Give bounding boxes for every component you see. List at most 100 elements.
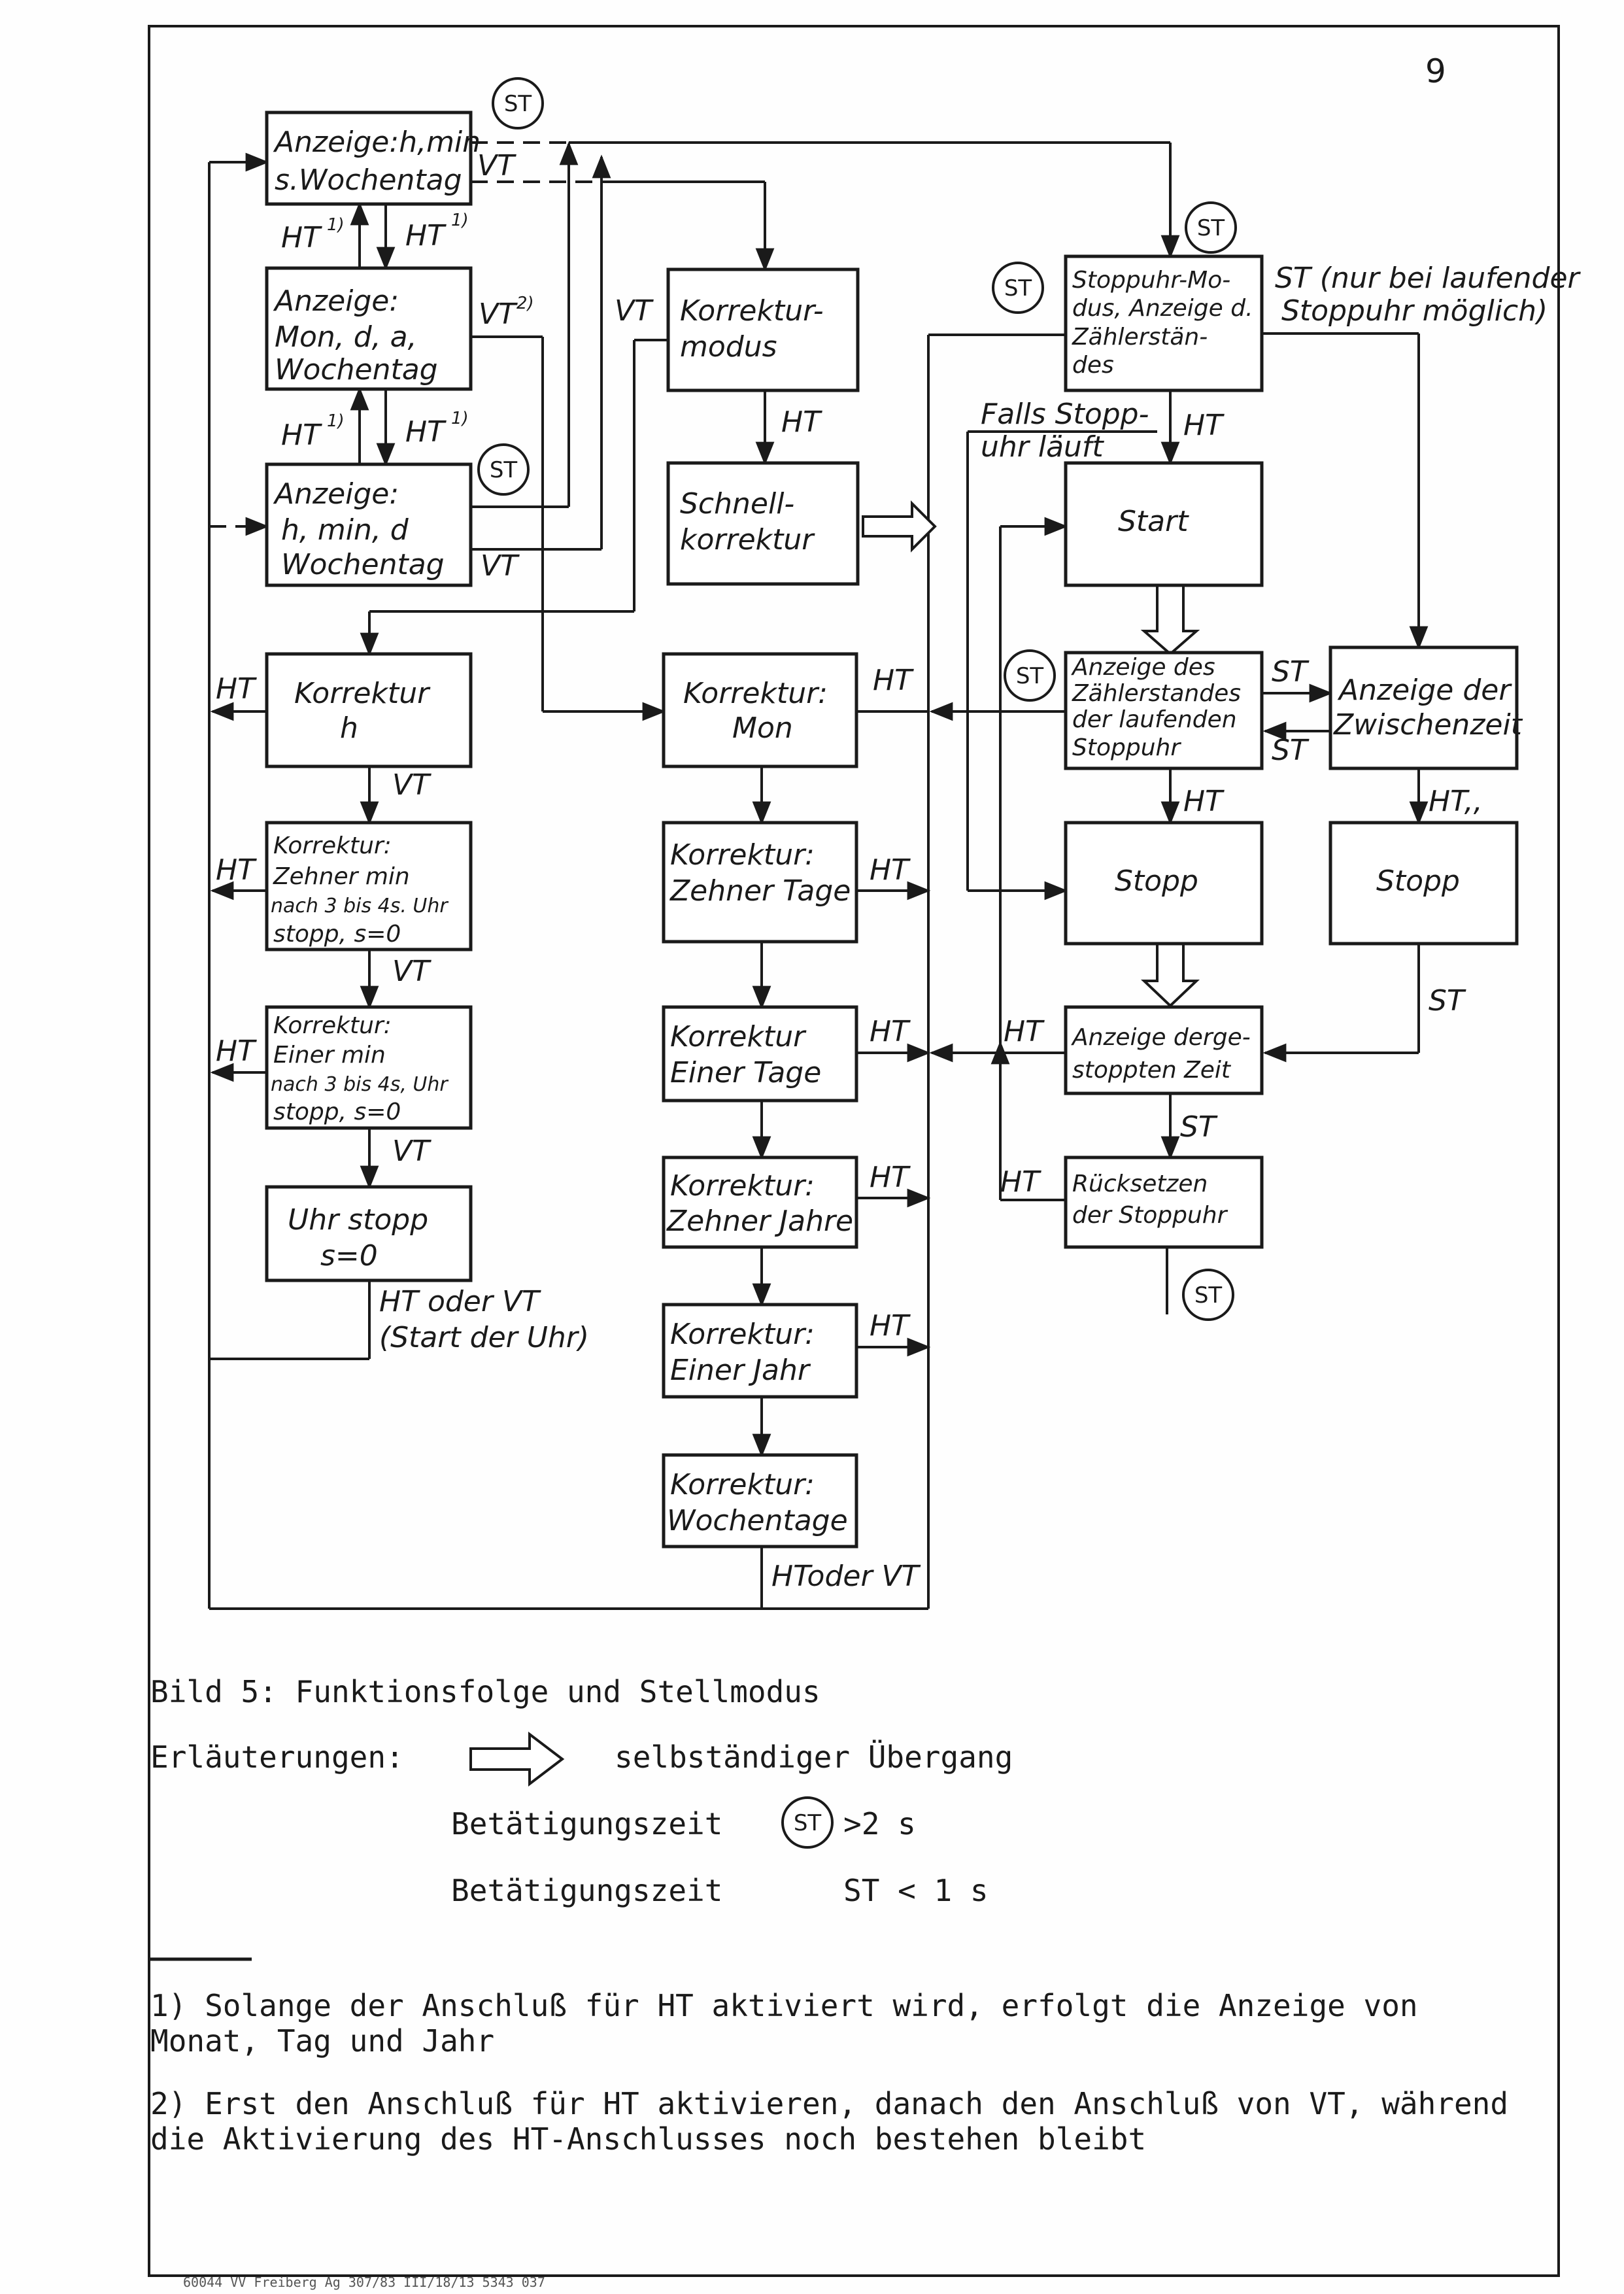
box-text: Zehner Jahre	[666, 1205, 853, 1238]
box-anzeige-zwischenzeit	[1328, 645, 1519, 770]
label-st: ST	[1180, 1110, 1218, 1144]
st-circle-label: ST	[490, 457, 518, 483]
label-st: ST	[1429, 984, 1466, 1018]
box-text: Korrektur:	[670, 838, 815, 872]
svg-text:Anzeige der: Anzeige der	[1337, 674, 1512, 707]
label-ht: HT	[1183, 785, 1225, 818]
box-text: Mon	[732, 711, 793, 745]
svg-text:Schnell-: Schnell-	[680, 487, 794, 521]
box-korrektur-wochentage	[662, 1453, 858, 1549]
svg-text:Anzeige:: Anzeige:	[273, 284, 399, 318]
label-htoder-vt: HToder VT	[771, 1560, 921, 1593]
box-text: Korrektur:	[683, 677, 828, 710]
box-korrektur-einer-min	[265, 1005, 473, 1130]
svg-text:Einer Tage: Einer Tage	[670, 1056, 821, 1089]
label-vt: VT	[392, 768, 431, 802]
svg-text:Einer min: Einer min	[273, 1042, 386, 1069]
svg-text:Korrektur:: Korrektur:	[273, 832, 392, 859]
label-ht: HT	[216, 1035, 257, 1068]
svg-text:Korrektur: Korrektur	[294, 677, 431, 710]
label-ht-oder-vt-1: HT oder VT	[379, 1285, 541, 1318]
svg-text:der Stoppuhr: der Stoppuhr	[1072, 1202, 1228, 1229]
label-vt: VT	[481, 549, 520, 583]
label-ht: HT	[870, 1309, 911, 1343]
box-uhr-stopp	[265, 1185, 473, 1282]
svg-text:Zehner Jahre: Zehner Jahre	[666, 1205, 853, 1238]
svg-text:Rücksetzen: Rücksetzen	[1072, 1171, 1208, 1197]
box-text: Anzeige der	[1337, 674, 1512, 707]
legend-long-suffix: >2 s	[843, 1806, 916, 1841]
box-text: Rücksetzen	[1072, 1171, 1208, 1197]
box-ruecksetzen	[1064, 1156, 1264, 1249]
box-text: Wochentag	[281, 548, 445, 581]
box-text: Anzeige:h,min	[273, 126, 481, 159]
box-korrektur-h	[265, 652, 473, 768]
box-text: des	[1072, 352, 1114, 379]
box-stopp-2	[1328, 821, 1519, 946]
label-ht1: HT	[281, 221, 322, 254]
box-text: Wochentage	[667, 1504, 848, 1537]
box-text: Start	[1118, 505, 1189, 538]
svg-text:Anzeige derge-: Anzeige derge-	[1071, 1024, 1251, 1051]
svg-text:Anzeige:h,min: Anzeige:h,min	[273, 126, 481, 159]
svg-text:Anzeige des: Anzeige des	[1071, 654, 1215, 681]
label-sup1: 1)	[327, 411, 345, 431]
svg-text:Mon, d, a,: Mon, d, a,	[275, 320, 417, 354]
box-text: Zählerstandes	[1072, 680, 1241, 707]
boxes	[265, 111, 1519, 1549]
label-vt: VT	[392, 1135, 431, 1168]
svg-text:nach 3 bis 4s. Uhr: nach 3 bis 4s. Uhr	[271, 895, 448, 917]
box-anzeige-mon	[265, 266, 473, 391]
box-text: Stoppuhr-Mo-	[1072, 267, 1230, 294]
page-frame	[148, 25, 1560, 2277]
svg-text:Korrektur:: Korrektur:	[670, 1468, 815, 1501]
svg-text:Zählerstän-: Zählerstän-	[1072, 324, 1208, 351]
label-falls-1: Falls Stopp-	[981, 398, 1149, 431]
label-st-note-2: Stoppuhr möglich)	[1281, 294, 1548, 328]
box-text: Korrektur-	[680, 294, 824, 328]
footnote-2: 2) Erst den Anschluß für HT aktivieren, …	[150, 2086, 1509, 2157]
legend-st-circle-label: ST	[794, 1810, 822, 1836]
svg-text:Zählerstandes: Zählerstandes	[1072, 680, 1241, 707]
box-text: Anzeige derge-	[1071, 1024, 1251, 1051]
box-text: Zehner Tage	[669, 874, 851, 908]
box-schnellkorrektur	[666, 461, 860, 586]
box-text: nach 3 bis 4s, Uhr	[271, 1073, 448, 1096]
label-ht: HT	[1000, 1165, 1041, 1199]
box-anzeige-gestoppt	[1064, 1005, 1264, 1095]
box-text: Uhr stopp	[288, 1203, 428, 1237]
box-text: Korrektur:	[670, 1468, 815, 1501]
box-text: Einer min	[273, 1042, 386, 1069]
label-ht-comma: HT,,	[1429, 785, 1483, 818]
svg-text:Stoppuhr-Mo-: Stoppuhr-Mo-	[1072, 267, 1230, 294]
svg-text:Korrektur-: Korrektur-	[680, 294, 824, 328]
box-korrektur-zehner-min	[265, 821, 473, 951]
box-text: Zwischenzeit	[1333, 708, 1523, 742]
box-text: der laufenden	[1072, 706, 1237, 733]
svg-text:Zehner min: Zehner min	[273, 863, 410, 890]
box-stoppuhr-modus	[1064, 254, 1264, 392]
st-circle-label: ST	[1004, 275, 1032, 301]
svg-text:modus: modus	[680, 330, 777, 364]
box-text: h	[340, 711, 358, 745]
svg-text:s=0: s=0	[320, 1239, 378, 1273]
box-text: korrektur	[680, 523, 815, 556]
svg-text:des: des	[1072, 352, 1114, 379]
box-text: h, min, d	[281, 513, 409, 547]
svg-text:stoppten Zeit: stoppten Zeit	[1072, 1057, 1232, 1084]
box-text: Zehner min	[273, 863, 410, 890]
svg-text:Zwischenzeit: Zwischenzeit	[1333, 708, 1523, 742]
svg-text:Wochentage: Wochentage	[667, 1504, 848, 1537]
svg-text:Anzeige:: Anzeige:	[273, 477, 399, 511]
box-text: Korrektur	[670, 1020, 807, 1053]
svg-text:Korrektur:: Korrektur:	[670, 838, 815, 872]
label-st: ST	[1272, 655, 1310, 689]
svg-text:Stopp: Stopp	[1376, 865, 1460, 898]
svg-text:dus, Anzeige d.: dus, Anzeige d.	[1072, 295, 1253, 322]
svg-text:Korrektur:: Korrektur:	[273, 1012, 392, 1039]
legend-double-arrow	[469, 1731, 565, 1787]
box-text: s=0	[320, 1239, 378, 1273]
svg-text:Start: Start	[1118, 505, 1189, 538]
svg-text:nach 3 bis 4s, Uhr: nach 3 bis 4s, Uhr	[271, 1073, 448, 1096]
label-sup2: 2)	[516, 294, 534, 313]
